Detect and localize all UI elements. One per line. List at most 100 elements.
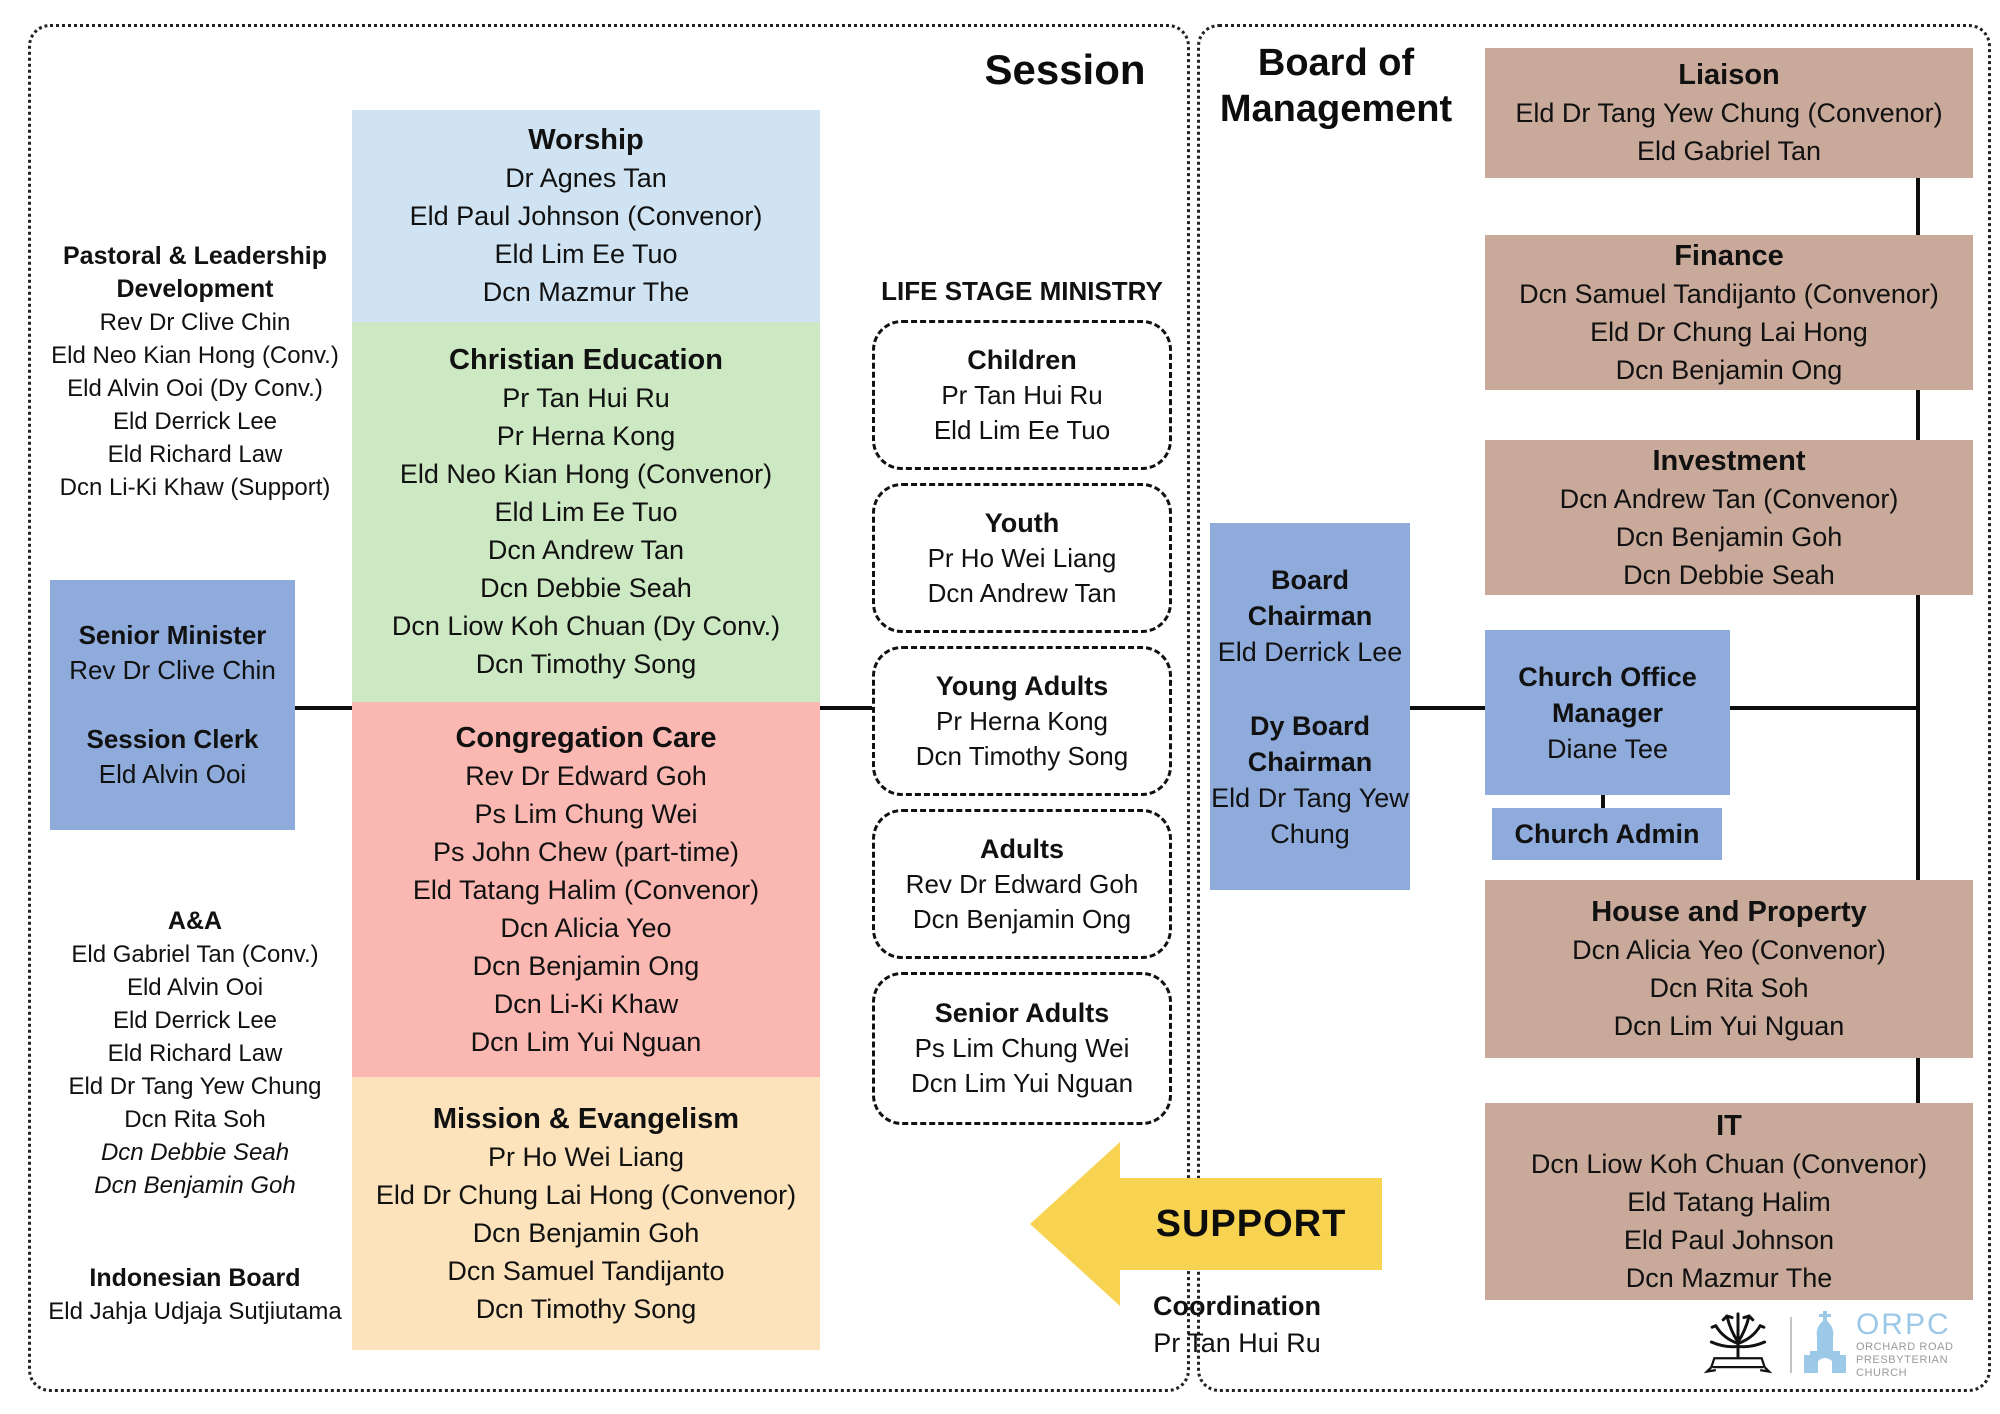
dy-board-chairman-name: Eld Dr Tang Yew Chung xyxy=(1211,782,1409,849)
member-name: Dcn Mazmur The xyxy=(1625,1262,1833,1293)
session-panel xyxy=(28,24,1190,1392)
member-name: Pr Herna Kong xyxy=(496,421,676,451)
member-name: Rev Dr Edward Goh xyxy=(465,760,707,791)
board-committee-house-property-title: House and Property xyxy=(1591,896,1867,928)
member-name: Eld Neo Kian Hong (Conv.) xyxy=(51,342,339,369)
lifestage-adults-title: Adults xyxy=(980,833,1064,864)
senior-minister-role: Senior Minister xyxy=(78,620,267,650)
member-name: Dcn Benjamin Ong xyxy=(472,950,700,981)
member-name: Dcn Lim Yui Nguan xyxy=(470,1026,702,1057)
member-name: Pr Ho Wei Liang xyxy=(927,542,1117,573)
member-name: Eld Tatang Halim xyxy=(1627,1186,1831,1217)
connector-office-to-trunk xyxy=(1730,706,1920,710)
member-name: Ps Lim Chung Wei xyxy=(914,1033,1130,1063)
connector-office-to-admin xyxy=(1601,793,1605,810)
member-name: Eld Gabriel Tan xyxy=(1636,136,1822,166)
member-name: Eld Lim Ee Tuo xyxy=(933,414,1111,445)
member-name: Dcn Rita Soh xyxy=(1649,973,1809,1003)
life-stage-title: LIFE STAGE MINISTRY xyxy=(881,276,1163,306)
member-name: Eld Richard Law xyxy=(107,441,283,468)
board-title: Board of Management xyxy=(1219,42,1453,131)
board-chairman-box: Board Chairman Eld Derrick Lee Dy Board … xyxy=(1210,523,1410,890)
member-name: Dcn Li-Ki Khaw xyxy=(493,988,679,1019)
connector-committees-to-lifestage xyxy=(820,706,874,710)
orpc-logo-text: ORPC xyxy=(1855,1308,1951,1341)
lifestage-youth-title: Youth xyxy=(984,507,1060,538)
indonesian-board-title: Indonesian Board xyxy=(89,1264,301,1292)
lifestage-children-title: Children xyxy=(967,344,1077,375)
lifestage-young-adults-title: Young Adults xyxy=(935,670,1109,701)
board-committee-it-members: Dcn Liow Koh Chuan (Convenor) Eld Tatang … xyxy=(1531,1145,1927,1297)
board-chairman-role: Board Chairman xyxy=(1247,564,1373,631)
member-name: Dcn Li-Ki Khaw (Support) xyxy=(59,474,331,501)
member-name: Eld Richard Law xyxy=(107,1040,283,1067)
aa-title: A&A xyxy=(167,907,223,935)
member-name: Dcn Lim Yui Nguan xyxy=(910,1068,1134,1098)
burning-bush-logo-icon xyxy=(1700,1305,1776,1384)
committee-congregation-care-title: Congregation Care xyxy=(455,721,717,754)
member-name: Dcn Timothy Song xyxy=(475,1293,697,1324)
session-clerk-role: Session Clerk xyxy=(86,724,259,754)
member-name: Rev Dr Clive Chin xyxy=(99,309,291,336)
member-name: Eld Lim Ee Tuo xyxy=(494,497,678,527)
coordination-name: Pr Tan Hui Ru xyxy=(1153,1328,1321,1358)
member-name: Eld Dr Tang Yew Chung xyxy=(68,1073,322,1100)
member-name: Dcn Timothy Song xyxy=(475,649,697,679)
member-name: Eld Lim Ee Tuo xyxy=(494,239,678,269)
church-office-manager-title: Church Office Manager xyxy=(1518,661,1697,728)
committee-worship-title: Worship xyxy=(528,124,644,156)
connector-officers-to-committees xyxy=(295,706,352,710)
dy-board-chairman-role: Dy Board Chairman xyxy=(1247,710,1373,777)
member-name: Eld Tatang Halim (Convenor) xyxy=(412,874,760,905)
board-committee-liaison-members: Eld Dr Tang Yew Chung (Convenor)Eld Gabr… xyxy=(1515,94,1942,170)
orpc-logo-line2: PRESBYTERIAN CHURCH xyxy=(1855,1354,1949,1379)
orpc-church-icon xyxy=(1803,1311,1846,1378)
session-clerk-name: Eld Alvin Ooi xyxy=(98,759,247,789)
church-admin-box: Church Admin xyxy=(1492,808,1722,860)
member-name: Dcn Liow Koh Chuan (Dy Conv.) xyxy=(391,611,781,641)
board-trunk-line xyxy=(1916,178,1920,1103)
member-name: Dcn Liow Koh Chuan (Convenor) xyxy=(1530,1148,1928,1179)
member-name: Eld Paul Johnson (Convenor) xyxy=(409,201,763,231)
member-name: Dcn Debbie Seah xyxy=(100,1139,290,1166)
member-name: Dcn Benjamin Goh xyxy=(1615,521,1843,552)
senior-minister-name: Rev Dr Clive Chin xyxy=(69,655,276,685)
indonesian-board-members: Eld Jahja Udjaja Sutjiutama xyxy=(30,1295,360,1328)
member-name: Dcn Andrew Tan xyxy=(487,535,685,565)
member-name: Eld Neo Kian Hong (Convenor) xyxy=(399,459,773,489)
aa-block: A&A Eld Gabriel Tan (Conv.)Eld Alvin Ooi… xyxy=(30,905,360,1202)
board-panel xyxy=(1197,24,1991,1392)
member-name: Dcn Alicia Yeo xyxy=(500,912,672,943)
member-name: Eld Dr Chung Lai Hong xyxy=(1590,316,1868,347)
member-name: Pr Ho Wei Liang xyxy=(487,1141,685,1172)
member-name: Dcn Timothy Song xyxy=(915,740,1129,771)
board-committee-it: IT Dcn Liow Koh Chuan (Convenor) Eld Tata… xyxy=(1485,1103,1973,1300)
member-name: Eld Alvin Ooi (Dy Conv.) xyxy=(67,375,323,402)
member-name: Eld Jahja Udjaja Sutjiutama xyxy=(48,1298,342,1325)
board-committee-it-title: IT xyxy=(1716,1109,1742,1142)
member-name: Dcn Benjamin Goh xyxy=(94,1172,296,1199)
member-name: Dcn Samuel Tandijanto xyxy=(447,1255,725,1286)
connector-chairman-to-office xyxy=(1410,706,1487,710)
member-name: Dcn Samuel Tandijanto (Convenor) xyxy=(1519,278,1939,309)
member-name: Dcn Andrew Tan xyxy=(927,577,1117,608)
committee-mission-evangelism-title: Mission & Evangelism xyxy=(432,1102,740,1135)
pastoral-leadership-block: Pastoral & Leadership Development Rev Dr… xyxy=(30,240,360,504)
board-committee-investment: Investment Dcn Andrew Tan (Convenor)Dcn … xyxy=(1485,440,1973,595)
member-name: Eld Paul Johnson xyxy=(1623,1224,1835,1255)
church-admin-title: Church Admin xyxy=(1514,818,1700,849)
indonesian-board-block: Indonesian Board Eld Jahja Udjaja Sutjiu… xyxy=(30,1262,360,1328)
